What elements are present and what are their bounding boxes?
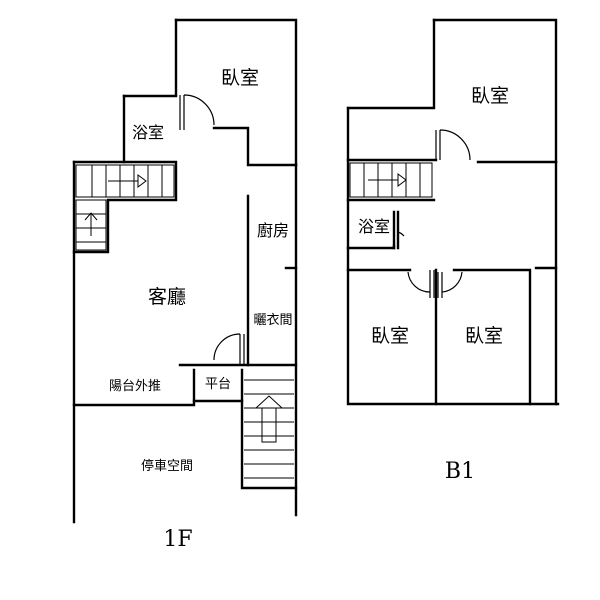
wall-1f-bedroom-bottom <box>212 126 298 167</box>
staircase-1f-upper <box>75 164 175 251</box>
room-label-b1-bedroom-top: 臥室 <box>471 85 509 107</box>
room-label-1f-bathroom: 浴室 <box>132 123 164 142</box>
wall-b1-top-bedroom <box>432 18 558 164</box>
room-label-1f-balcony: 陽台外推 <box>109 379 161 394</box>
wall-b1-top-left <box>346 18 436 110</box>
floor-b1-plan: 臥室 浴室 臥室 臥室 B1 <box>346 18 560 484</box>
room-label-1f-living-room: 客廳 <box>148 286 186 308</box>
staircase-b1 <box>349 162 433 198</box>
room-label-1f-platform: 平台 <box>205 377 231 392</box>
floor-label-b1: B1 <box>445 459 475 484</box>
room-label-b1-bedroom-left: 臥室 <box>371 325 409 347</box>
wall-b1-bath <box>346 244 396 250</box>
door-1f-closet <box>213 333 245 364</box>
floor-1f-plan: 臥室 浴室 廚房 客廳 曬衣間 陽台外推 平台 停車空間 1F <box>72 18 298 552</box>
staircase-1f-lower <box>244 379 294 479</box>
room-label-b1-bathroom: 浴室 <box>358 217 390 236</box>
door-b1-bedroom-left <box>407 270 435 298</box>
door-1f-bedroom <box>179 94 215 130</box>
room-label-1f-parking: 停車空間 <box>141 458 193 474</box>
room-label-1f-bedroom: 臥室 <box>221 67 259 89</box>
door-b1-bedroom-right <box>437 271 463 298</box>
wall-1f-platform <box>72 368 196 407</box>
door-b1-bedroom-top <box>435 129 471 161</box>
wall-1f-stair-left <box>240 368 298 490</box>
wall-b1-bedrooms-top <box>346 268 532 406</box>
door-b1-bathroom <box>397 231 405 246</box>
room-label-b1-bedroom-right: 臥室 <box>465 325 503 347</box>
room-label-1f-kitchen: 廚房 <box>257 221 289 240</box>
wall-1f-top-bedroom <box>174 18 298 167</box>
wall-b1-left <box>346 106 560 406</box>
floor-label-1f: 1F <box>163 527 192 552</box>
room-label-1f-closet: 曬衣間 <box>253 312 292 328</box>
wall-1f-stair-top <box>72 160 178 254</box>
